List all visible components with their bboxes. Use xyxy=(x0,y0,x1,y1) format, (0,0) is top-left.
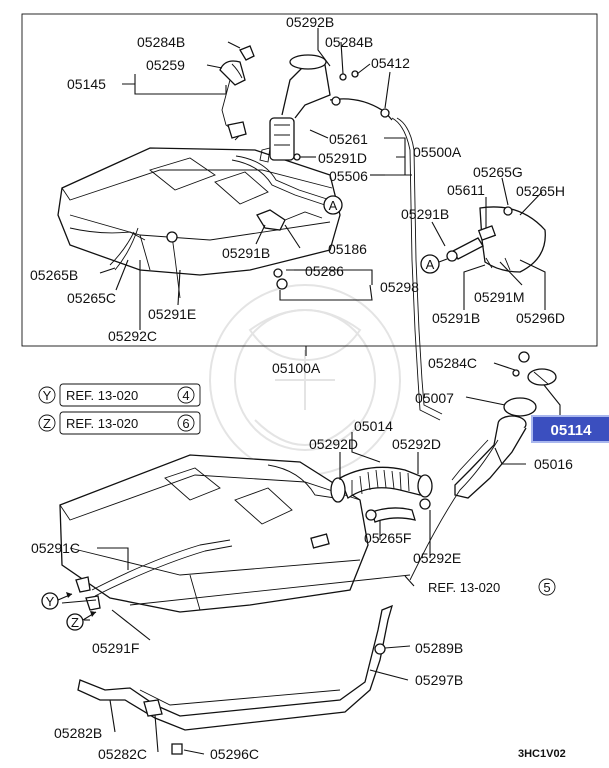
part-label-05292D-left[interactable]: 05292D xyxy=(309,436,358,452)
upper-fuel-tank xyxy=(57,147,341,276)
part-label-05284C[interactable]: 05284C xyxy=(428,355,477,371)
ref-y-number: 4 xyxy=(182,388,189,403)
marker-z-bottom: Z xyxy=(66,611,97,631)
filler-neck xyxy=(409,351,557,581)
part-label-05291C[interactable]: 05291C xyxy=(31,540,80,556)
part-label-05265H[interactable]: 05265H xyxy=(516,183,565,199)
upper-group-frame xyxy=(21,13,598,347)
svg-text:Z: Z xyxy=(71,615,79,630)
part-label-05296D[interactable]: 05296D xyxy=(516,310,565,326)
part-label-05265G[interactable]: 05265G xyxy=(473,164,523,180)
ref-5-text: REF. 13-020 xyxy=(428,580,500,595)
svg-text:A: A xyxy=(329,198,338,213)
ref-y-letter: Y xyxy=(43,388,52,403)
svg-text:Y: Y xyxy=(46,594,55,609)
part-label-05186[interactable]: 05186 xyxy=(328,241,367,257)
part-label-05291E[interactable]: 05291E xyxy=(148,306,196,322)
marker-a-top: A xyxy=(323,195,343,215)
lower-pipes xyxy=(75,533,411,611)
filler-hose-05014 xyxy=(330,466,433,523)
part-label-05412[interactable]: 05412 xyxy=(371,55,410,71)
lower-fuel-tank xyxy=(59,454,369,613)
part-label-05265F[interactable]: 05265F xyxy=(364,530,411,546)
ref-z-letter: Z xyxy=(43,416,51,431)
ref-z-text: REF. 13-020 xyxy=(66,416,138,431)
part-label-05297B[interactable]: 05297B xyxy=(415,672,463,688)
highlighted-part-05114[interactable]: 05114 xyxy=(531,415,609,443)
watermark-emblem xyxy=(209,284,401,476)
ref-z[interactable]: Z REF. 13-020 6 xyxy=(38,411,201,435)
part-label-05296C[interactable]: 05296C xyxy=(210,746,259,762)
part-label-05284B-left[interactable]: 05284B xyxy=(137,34,185,50)
part-label-05265B[interactable]: 05265B xyxy=(30,267,78,283)
ref-5-number: 5 xyxy=(543,580,550,595)
part-label-05014[interactable]: 05014 xyxy=(354,418,393,434)
tank-strap xyxy=(77,604,393,755)
part-label-05265C[interactable]: 05265C xyxy=(67,290,116,306)
part-label-05291D[interactable]: 05291D xyxy=(318,150,367,166)
part-label-05282C[interactable]: 05282C xyxy=(98,746,147,762)
marker-a-right: A xyxy=(420,254,448,274)
part-label-05291B-mid[interactable]: 05291B xyxy=(222,245,270,261)
part-label-05282B[interactable]: 05282B xyxy=(54,725,102,741)
svg-text:A: A xyxy=(426,257,435,272)
part-label-05611[interactable]: 05611 xyxy=(447,182,485,198)
fuel-pump-assembly xyxy=(259,54,393,163)
fuel-gauge-sender-unit xyxy=(219,45,255,141)
marker-y-bottom: Y xyxy=(41,592,73,610)
ref-y-text: REF. 13-020 xyxy=(66,388,138,403)
ref-z-number: 6 xyxy=(182,416,189,431)
part-label-05100A[interactable]: 05100A xyxy=(272,360,321,376)
leader-lines xyxy=(61,28,561,755)
part-label-05284B-top[interactable]: 05284B xyxy=(325,34,373,50)
part-label-05016[interactable]: 05016 xyxy=(534,456,573,472)
part-label-05292E[interactable]: 05292E xyxy=(413,550,461,566)
diagram-id: 3HC1V02 xyxy=(518,748,566,760)
part-label-05506[interactable]: 05506 xyxy=(329,168,368,184)
ref-y[interactable]: Y REF. 13-020 4 xyxy=(38,383,201,407)
part-label-05145[interactable]: 05145 xyxy=(67,76,106,92)
part-label-05259[interactable]: 05259 xyxy=(146,57,185,73)
part-label-05286[interactable]: 05286 xyxy=(305,263,344,279)
part-label-05007[interactable]: 05007 xyxy=(415,390,454,406)
fuel-hose-05500A xyxy=(391,117,443,421)
part-label-05292C[interactable]: 05292C xyxy=(108,328,157,344)
part-label-05500A[interactable]: 05500A xyxy=(413,144,462,160)
small-fasteners-top xyxy=(293,70,359,161)
ref-5[interactable]: REF. 13-020 5 xyxy=(428,578,556,596)
part-label-05289B[interactable]: 05289B xyxy=(415,640,463,656)
part-labels: 05292B 05284B 05284B 05259 05412 05145 0… xyxy=(30,14,573,762)
highlighted-part-label: 05114 xyxy=(551,422,593,439)
part-label-05291F[interactable]: 05291F xyxy=(92,640,139,656)
part-label-05291B-right[interactable]: 05291B xyxy=(401,206,449,222)
filler-vent-group xyxy=(446,206,546,273)
part-label-05291M[interactable]: 05291M xyxy=(474,289,525,305)
part-label-05298[interactable]: 05298 xyxy=(380,279,419,295)
part-label-05261[interactable]: 05261 xyxy=(329,131,368,147)
part-label-05292D-right[interactable]: 05292D xyxy=(392,436,441,452)
part-label-05292B[interactable]: 05292B xyxy=(286,14,334,30)
part-label-05291B-low[interactable]: 05291B xyxy=(432,310,480,326)
upper-tank-hoses xyxy=(109,209,323,299)
